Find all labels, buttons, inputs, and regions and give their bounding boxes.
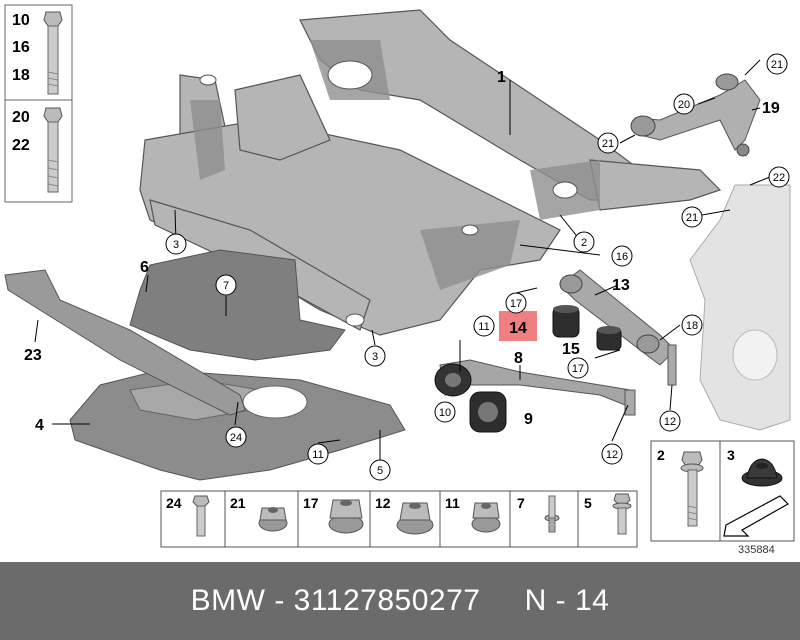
svg-text:10: 10 [439, 407, 451, 419]
svg-text:11: 11 [312, 449, 323, 461]
side-label-3: 3 [727, 447, 735, 463]
svg-text:22: 22 [773, 172, 785, 184]
svg-text:3: 3 [372, 351, 378, 363]
bolt-label-20: 20 [12, 109, 30, 126]
parts-diagram: 10 16 18 20 22 [4, 4, 795, 556]
rivet-7-icon [544, 495, 560, 533]
hw-label-24: 24 [166, 495, 182, 511]
side-parts-box: 2 3 [650, 440, 795, 542]
callout-15: 15 [562, 341, 580, 358]
part-number-caption: BMW - 31127850277 N - 14 [190, 584, 610, 617]
callout-17a-circle: 17 [505, 292, 527, 314]
hw-label-12: 12 [375, 495, 391, 511]
side-label-2: 2 [657, 447, 665, 463]
hw-label-21: 21 [230, 495, 246, 511]
short-bolt-icon [43, 107, 63, 193]
callout-12b-circle: 12 [659, 410, 681, 432]
hydro-mount-9 [469, 391, 507, 433]
svg-text:17: 17 [510, 298, 522, 310]
callout-3a-circle: 3 [165, 233, 187, 255]
svg-text:7: 7 [223, 280, 229, 292]
svg-text:21: 21 [686, 212, 698, 224]
wheel-carrier [689, 184, 791, 431]
callout-21b-circle: 21 [597, 132, 619, 154]
bolts-panel: 10 16 18 20 22 [4, 4, 73, 203]
nut-12-icon [396, 502, 434, 535]
cap-3-icon [741, 458, 783, 487]
svg-text:12: 12 [664, 416, 676, 428]
callout-13: 13 [612, 277, 630, 294]
callout-22-circle: 22 [768, 166, 790, 188]
bolt-label-18: 18 [12, 67, 30, 84]
callout-8: 8 [514, 350, 523, 367]
tension-strut-8 [434, 359, 636, 416]
long-bolt-icon [43, 11, 63, 95]
svg-text:24: 24 [230, 432, 242, 444]
callout-7-circle: 7 [215, 274, 237, 296]
svg-text:3: 3 [173, 239, 179, 251]
nut-21-icon [258, 507, 288, 532]
bolt-24-icon [192, 495, 210, 537]
callout-9: 9 [524, 411, 533, 428]
svg-text:20: 20 [678, 99, 690, 111]
nut-11-icon [471, 502, 501, 533]
callouts: 1 2 3 3 4 5 6 7 8 9 10 11 11 12 12 13 14… [24, 53, 790, 481]
callout-4: 4 [35, 417, 44, 434]
callout-10-circle: 10 [434, 401, 456, 423]
hw-label-11: 11 [445, 495, 460, 511]
callout-12a-circle: 12 [601, 443, 623, 465]
callout-20-circle: 20 [673, 93, 695, 115]
underbody-shield-lower [69, 369, 406, 481]
callout-19: 19 [762, 100, 780, 117]
callout-5-circle: 5 [369, 459, 391, 481]
callout-6: 6 [140, 259, 149, 276]
svg-text:17: 17 [572, 363, 584, 375]
footer-bar: BMW - 31127850277 N - 14 [0, 562, 800, 640]
bolt-label-10: 10 [12, 12, 30, 29]
callout-11a-circle: 11 [473, 315, 495, 337]
hw-label-5: 5 [584, 495, 592, 511]
bolt-label-16: 16 [12, 39, 30, 56]
callout-14: 14 [509, 320, 527, 337]
svg-text:2: 2 [581, 237, 587, 249]
upper-control-arm [630, 73, 761, 157]
subframe-holes [199, 60, 578, 327]
callout-21c-circle: 21 [681, 206, 703, 228]
diagram-number: 335884 [738, 544, 775, 556]
callout-23: 23 [24, 347, 42, 364]
bolt-5-icon [612, 493, 632, 535]
callout-21a-circle: 21 [766, 53, 788, 75]
rubber-mount-15 [596, 326, 622, 351]
callout-11b-circle: 11 [307, 443, 329, 465]
callout-16-circle: 16 [611, 245, 633, 267]
callout-17b-circle: 17 [567, 357, 589, 379]
callout-14-highlight: 14 [499, 311, 537, 341]
callout-24-circle: 24 [225, 426, 247, 448]
wishbone-13 [559, 269, 677, 386]
svg-text:5: 5 [377, 465, 383, 477]
svg-text:18: 18 [686, 320, 698, 332]
long-bracket [4, 269, 246, 416]
leader-lines [34, 59, 771, 460]
hardware-strip: 24 21 17 12 11 7 [160, 490, 638, 548]
svg-text:11: 11 [478, 321, 489, 333]
bolt-2-icon [680, 451, 704, 527]
bolt-label-22: 22 [12, 137, 30, 154]
callout-2-circle: 2 [573, 231, 595, 253]
callout-1: 1 [497, 69, 506, 86]
svg-text:21: 21 [771, 59, 783, 71]
svg-text:21: 21 [602, 138, 614, 150]
rubber-mount-14 [552, 305, 580, 338]
callout-18-circle: 18 [681, 314, 703, 336]
svg-text:16: 16 [616, 251, 628, 263]
svg-text:12: 12 [606, 449, 618, 461]
hw-label-7: 7 [517, 495, 525, 511]
callout-3b-circle: 3 [364, 345, 386, 367]
nut-17-icon [328, 499, 364, 534]
direction-arrow-icon [723, 495, 789, 537]
hw-label-17: 17 [303, 495, 319, 511]
underbody-shield-upper [129, 249, 346, 361]
